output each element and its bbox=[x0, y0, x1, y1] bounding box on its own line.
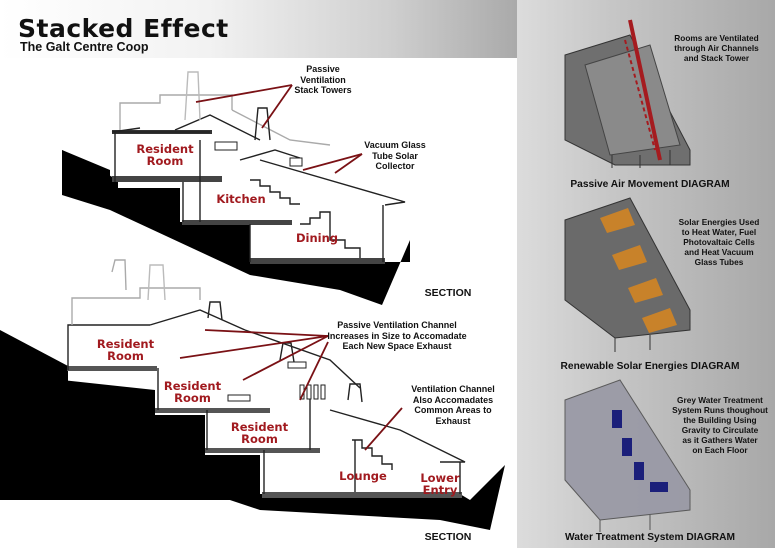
diagram-note-solar: Solar Energies Used to Heat Water, Fuel … bbox=[678, 217, 760, 267]
bottom-section-drawing bbox=[0, 259, 505, 530]
section-label-top: SECTION bbox=[424, 287, 472, 299]
room-resident-3: Resident Room bbox=[230, 420, 289, 447]
page-title: Stacked Effect bbox=[18, 14, 229, 43]
diagram-note-water: Grey Water Treatment System Runs thougho… bbox=[672, 395, 768, 455]
diagram-title-solar: Renewable Solar Energies DIAGRAM bbox=[560, 361, 740, 372]
diagram-title-water: Water Treatment System DIAGRAM bbox=[564, 532, 736, 543]
room-kitchen: Kitchen bbox=[216, 192, 266, 206]
diagram-title-air: Passive Air Movement DIAGRAM bbox=[570, 179, 730, 190]
title-bar: Stacked Effect The Galt Centre Coop bbox=[0, 0, 520, 58]
room-lower-entry: Lower Entry bbox=[420, 471, 460, 498]
ventilation-channel-callout: Passive Ventilation Channel Increases in… bbox=[327, 320, 467, 352]
diagram-note-air: Rooms are Ventilated through Air Channel… bbox=[674, 33, 759, 63]
room-resident-2: Resident Room bbox=[163, 379, 222, 406]
room-resident-top: Resident Room bbox=[136, 142, 194, 169]
top-ground bbox=[62, 150, 410, 305]
room-resident-1: Resident Room bbox=[96, 337, 155, 364]
section-label-bottom: SECTION bbox=[424, 531, 472, 543]
room-dining: Dining bbox=[295, 231, 339, 245]
stack-towers-callout: Passive Ventilation Stack Towers bbox=[294, 64, 352, 96]
passive-air-diagram-graphic bbox=[564, 19, 691, 168]
solar-collector-callout: Vacuum Glass Tube Solar Collector bbox=[364, 140, 426, 172]
page-subtitle: The Galt Centre Coop bbox=[20, 40, 149, 54]
top-section-drawing bbox=[62, 71, 410, 305]
common-areas-callout: Ventilation Channel Also Accomadates Com… bbox=[411, 384, 495, 426]
solar-diagram-graphic bbox=[564, 197, 691, 352]
room-lounge: Lounge bbox=[339, 469, 387, 483]
water-diagram-graphic bbox=[564, 379, 691, 532]
